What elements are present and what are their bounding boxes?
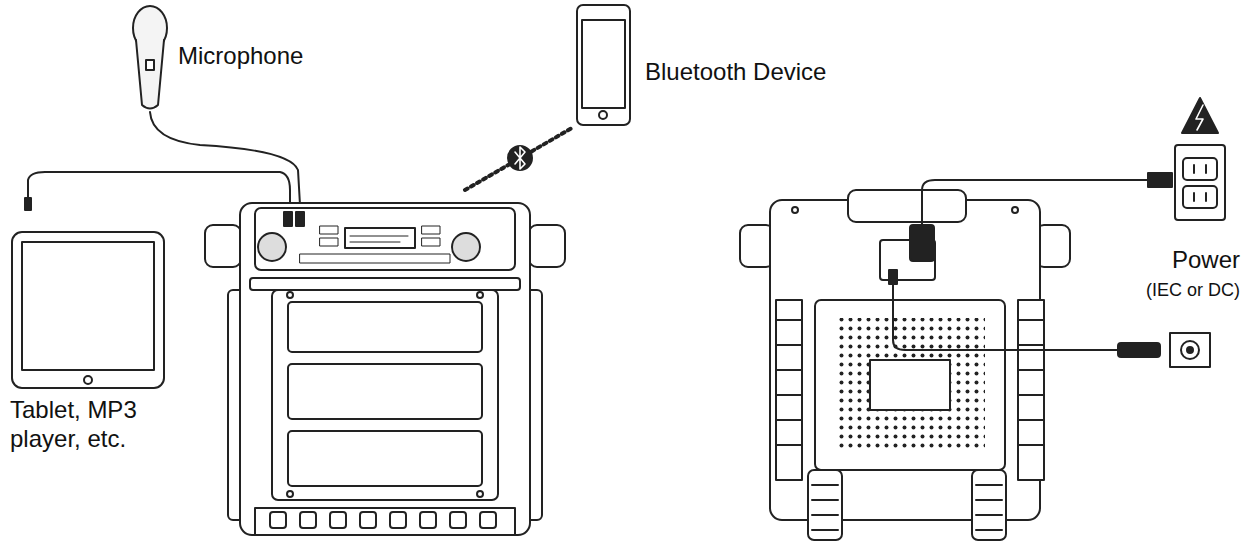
device-label: Tablet, MP3 player, etc.: [10, 396, 170, 454]
wall-outlet: [1175, 98, 1225, 220]
device-label: Microphone: [178, 42, 398, 71]
bluetooth-phone: [465, 5, 630, 190]
dc-socket: [1170, 333, 1210, 367]
speaker-back: [740, 173, 1172, 540]
microphone: [133, 6, 300, 205]
device-label: Bluetooth Device: [645, 58, 895, 87]
power-note: (IEC or DC): [1100, 280, 1240, 302]
power-label: Power: [1120, 246, 1240, 275]
speaker-front: [205, 203, 565, 535]
